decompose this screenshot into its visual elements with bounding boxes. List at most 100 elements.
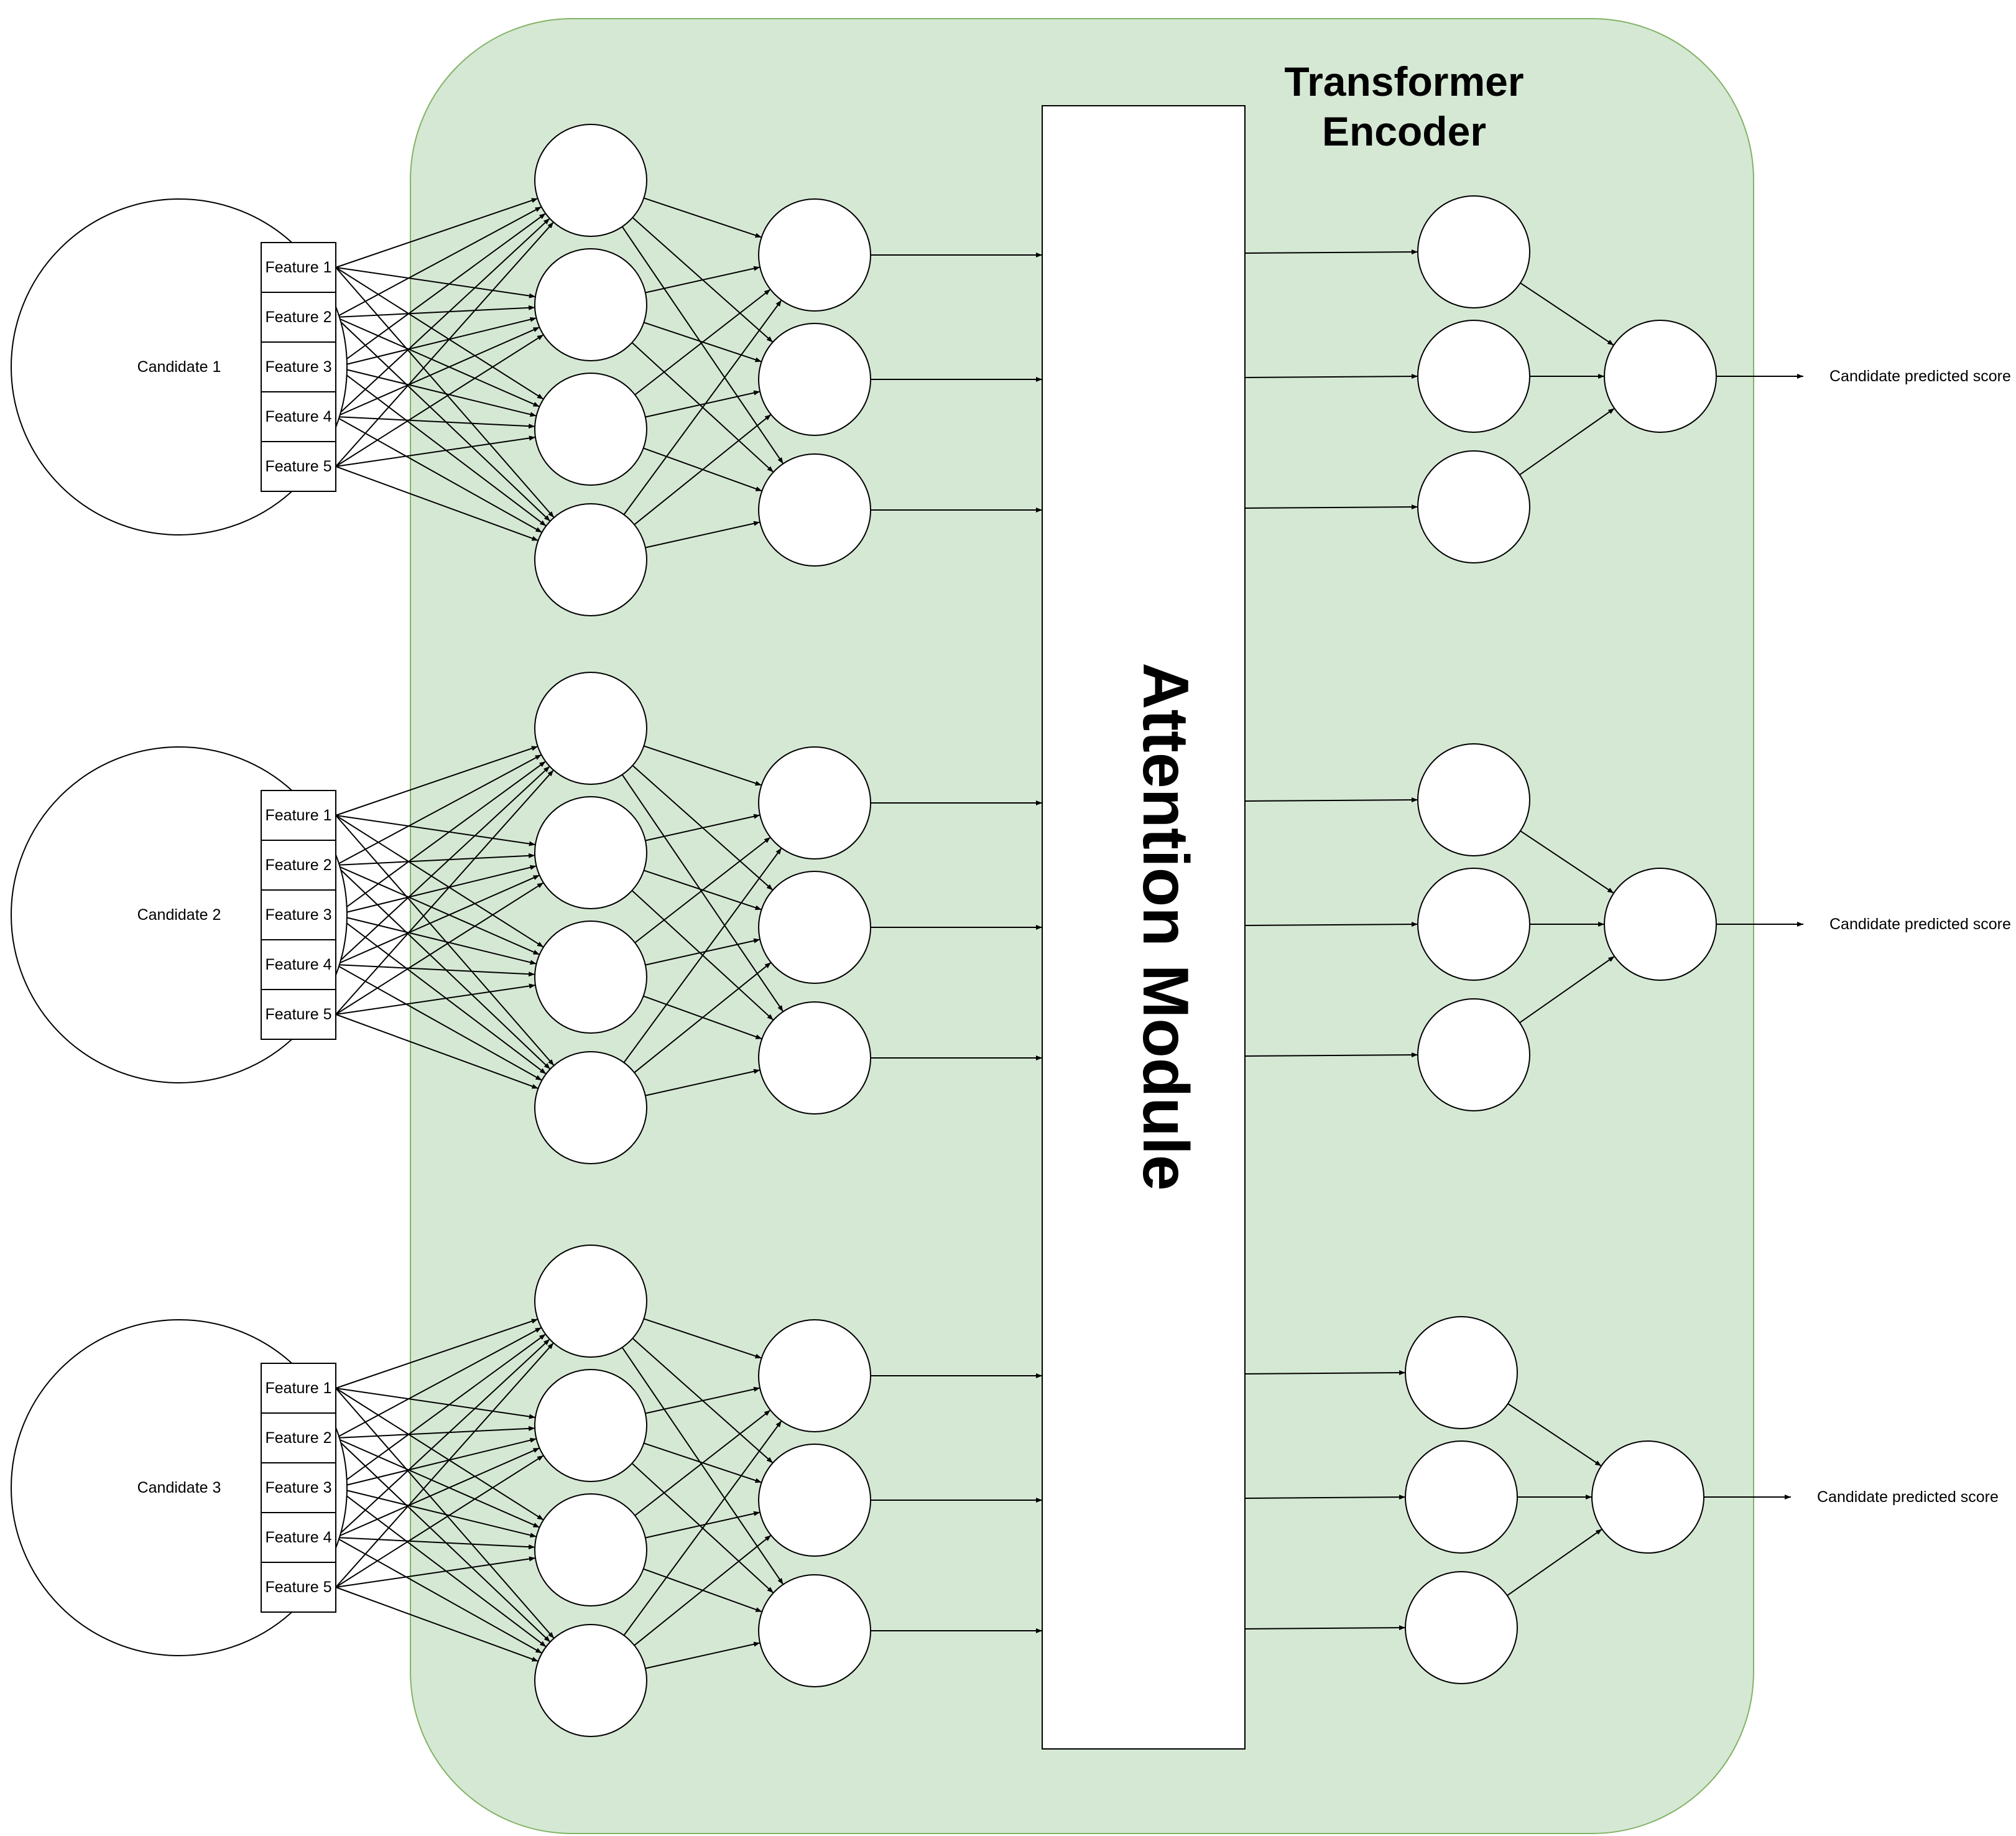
candidate-3-edge-f4-h1-4: [335, 1537, 542, 1654]
candidate-1-feature-3-label: Feature 3: [265, 358, 331, 376]
candidate-2-output-node: [1604, 868, 1717, 981]
candidate-2-hidden2-node-3: [758, 1001, 871, 1115]
candidate-2-edge-h1-4-h2-1: [623, 847, 782, 1064]
candidate-2-hidden1-node-1: [534, 672, 647, 785]
candidate-1-post-attention-node-3: [1417, 450, 1530, 563]
candidate-3-hidden2-node-3: [758, 1574, 871, 1687]
candidate-1-feature-5-label: Feature 5: [265, 458, 331, 475]
candidate-2-edge-f1-h1-4: [335, 815, 555, 1066]
candidate-3-edge-f4-h1-3: [335, 1537, 535, 1550]
candidate-1-edge-f3-h1-2: [335, 317, 537, 368]
candidate-3-edge-f5-h1-1: [335, 1342, 554, 1588]
candidate-1-edge-h1-1-h2-3: [621, 226, 784, 465]
candidate-2-hidden2-node-2: [758, 871, 871, 984]
candidate-1-edge-f1-h1-3: [335, 267, 544, 400]
candidate-1-feature-2-label: Feature 2: [265, 308, 331, 326]
candidate-2-feature-5-box: [261, 989, 336, 1040]
candidate-3-edge-f3-h1-4: [335, 1487, 547, 1648]
candidate-2-edge-f4-h1-4: [335, 964, 542, 1081]
candidate-1-edge-f1-h1-2: [335, 267, 536, 299]
candidate-2-edge-f3-h1-3: [335, 914, 537, 965]
candidate-1-edge-h3-1-output: [1520, 282, 1614, 346]
candidate-2-hidden2-node-1: [758, 746, 871, 860]
candidate-3-edge-f1-h1-1: [335, 1319, 539, 1389]
candidate-3-edge-f5-h1-4: [335, 1587, 539, 1662]
candidate-2-edge-f5-h1-4: [335, 1014, 539, 1090]
candidate-3-edge-f2-h1-1: [335, 1327, 542, 1439]
candidate-1-feature-1-label: Feature 1: [265, 259, 331, 276]
candidate-2-feature-1-label: Feature 1: [265, 807, 331, 824]
candidate-3-feature-2-box: [261, 1412, 336, 1463]
candidate-1-edge-f1-h1-1: [335, 198, 539, 268]
candidate-1-hidden1-node-3: [534, 373, 647, 486]
candidate-2-edge-h1-2-h2-1: [645, 814, 761, 842]
candidate-2-post-attention-node-1: [1417, 743, 1530, 856]
candidate-1-edge-f4-h1-4: [335, 416, 542, 533]
candidate-2-edge-h1-3-h2-1: [634, 837, 771, 944]
attention-module-label: Attention Module: [1129, 662, 1201, 1190]
candidate-1-feature-5-box: [261, 441, 336, 492]
candidate-1-post-attention-node-2: [1417, 320, 1530, 433]
candidate-1-edge-h1-4-h2-2: [634, 414, 772, 526]
candidate-2-post-attention-node-3: [1417, 998, 1530, 1111]
candidate-3-edge-f2-h1-2: [335, 1426, 535, 1439]
connection-layer: [335, 197, 1803, 1669]
candidate-2-hidden1-node-4: [534, 1051, 647, 1164]
candidate-2-edge-f1-h1-2: [335, 815, 536, 846]
candidate-1-score-label: Candidate predicted score: [1829, 368, 2011, 385]
candidate-2-edge-f2-h1-3: [335, 865, 540, 955]
candidate-3-edge-h3-3-output: [1507, 1528, 1602, 1597]
candidate-3-edge-f2-h1-4: [335, 1437, 551, 1643]
candidate-2-edge-f5-h1-3: [335, 983, 536, 1015]
candidate-1-edge-f3-h1-4: [335, 366, 547, 527]
candidate-1-feature-2-box: [261, 292, 336, 343]
candidate-2-edge-f5-h1-2: [335, 882, 544, 1015]
candidate-2-edge-h1-1-h2-1: [644, 745, 762, 786]
candidate-2-label: Candidate 2: [137, 906, 221, 924]
candidate-1-feature-3-box: [261, 341, 336, 392]
candidate-3-edge-f2-h1-3: [335, 1437, 540, 1528]
candidate-3-edge-f3-h1-3: [335, 1487, 537, 1538]
candidate-3-feature-5-label: Feature 5: [265, 1579, 331, 1596]
candidate-2-edge-f5-h1-1: [335, 769, 554, 1015]
candidate-3-edge-h1-2-h2-1: [645, 1386, 761, 1414]
candidate-2-edge-f3-h1-4: [335, 914, 547, 1075]
candidate-2-edge-attention-h3-2: [1244, 922, 1418, 927]
candidate-1-edge-attention-h3-2: [1244, 374, 1418, 379]
candidate-1-edge-h1-4-h2-1: [623, 299, 782, 516]
candidate-3-edge-f3-h1-2: [335, 1437, 537, 1488]
candidate-3-edge-f4-h1-2: [335, 1447, 540, 1538]
candidate-1-post-attention-node-1: [1417, 195, 1530, 308]
candidate-3-feature-3-label: Feature 3: [265, 1479, 331, 1496]
candidate-2-edge-h3-3-output: [1519, 955, 1615, 1024]
candidate-2-edge-f1-h1-3: [335, 815, 544, 948]
encoder-title-line1: Transformer: [1284, 58, 1524, 104]
candidate-3-edge-h1-1-h2-3: [621, 1347, 784, 1585]
candidate-3-edge-attention-h3-3: [1244, 1625, 1406, 1631]
candidate-3-edge-f4-h1-1: [335, 1338, 550, 1538]
candidate-2-edge-h1-3-h2-2: [645, 938, 761, 966]
attention-module-box: [1042, 105, 1246, 1750]
candidate-1-hidden2-node-2: [758, 323, 871, 436]
candidate-1-output-node: [1604, 320, 1717, 433]
candidate-1-edge-f4-h1-3: [335, 416, 535, 429]
candidate-2-edge-f3-h1-2: [335, 865, 537, 916]
candidate-3-edge-f1-h1-3: [335, 1388, 544, 1521]
candidate-1-edge-f5-h1-4: [335, 466, 539, 542]
candidate-1-edge-h1-3-h2-2: [645, 390, 761, 418]
candidate-3-feature-2-label: Feature 2: [265, 1429, 331, 1447]
candidate-1-label: Candidate 1: [137, 358, 221, 376]
candidate-1-hidden2-node-1: [758, 198, 871, 312]
candidate-1-edge-h1-4-h2-3: [645, 521, 761, 549]
candidate-2-edge-f1-h1-1: [335, 746, 539, 816]
candidate-3-edge-attention-h3-1: [1244, 1370, 1406, 1376]
candidate-3-hidden1-node-3: [534, 1493, 647, 1606]
candidate-1-feature-4-box: [261, 391, 336, 442]
candidate-3-edge-f1-h1-4: [335, 1388, 555, 1639]
candidate-2-hidden1-node-2: [534, 796, 647, 909]
candidate-3-feature-4-label: Feature 4: [265, 1529, 331, 1546]
candidate-2-edge-f4-h1-2: [335, 874, 540, 965]
candidate-3-feature-5-box: [261, 1562, 336, 1613]
candidate-1-edge-f5-h1-1: [335, 221, 554, 467]
candidate-3-edge-h1-3-h2-2: [645, 1511, 761, 1539]
